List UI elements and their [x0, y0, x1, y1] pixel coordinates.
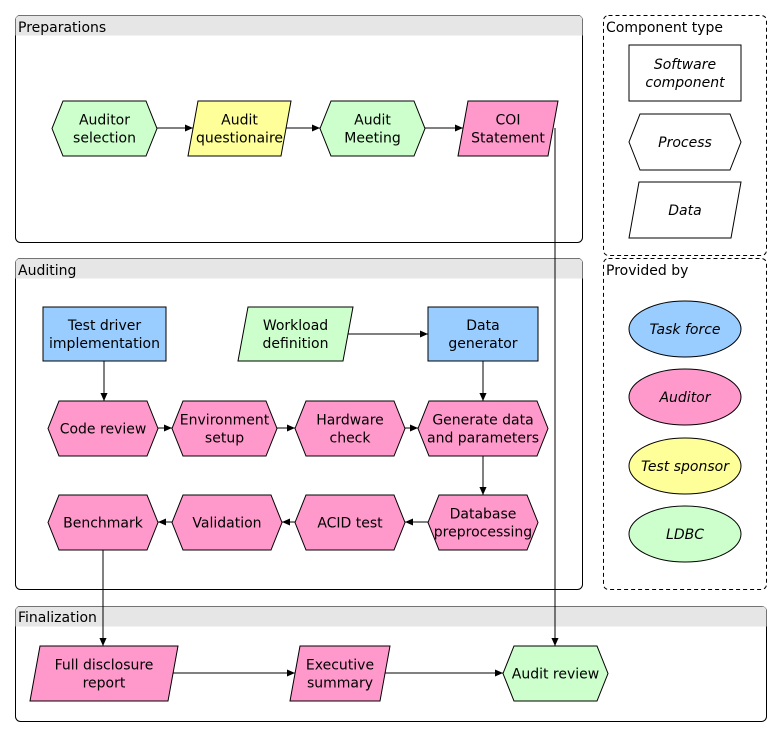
node-validation: Validation: [171, 494, 283, 551]
node-environment-setup-label-1: Environment: [180, 413, 270, 429]
node-legend-task-force-label-1: Task force: [649, 322, 720, 338]
node-legend-task-force: Task force: [628, 300, 742, 358]
node-legend-auditor-label-1: Auditor: [658, 390, 711, 406]
node-test-driver-label-1: Test driver: [67, 318, 141, 334]
preparations-panel: Preparations: [15, 15, 583, 243]
node-hardware-check-label-2: check: [330, 431, 372, 447]
node-legend-software: Software component: [628, 44, 742, 102]
node-auditor-selection: Auditor selection: [51, 100, 158, 157]
node-legend-auditor: Auditor: [628, 368, 742, 426]
node-auditor-selection-label-2: selection: [73, 131, 136, 147]
node-legend-process: Process: [628, 113, 742, 171]
node-legend-software-label-2: component: [645, 75, 725, 91]
node-legend-data: Data: [628, 181, 742, 239]
node-environment-setup: Environment setup: [171, 400, 278, 457]
node-legend-test-sponsor: Test sponsor: [628, 437, 742, 495]
node-code-review-label-1: Code review: [60, 422, 147, 438]
node-full-disclosure-label-1: Full disclosure: [55, 658, 154, 674]
node-legend-test-sponsor-label-1: Test sponsor: [641, 459, 730, 475]
node-legend-data-label-1: Data: [668, 203, 701, 219]
node-auditor-selection-label-1: Auditor: [79, 113, 130, 129]
node-database-preprocessing-label-2: preprocessing: [434, 525, 532, 541]
node-generate-data-label-1: Generate data: [432, 413, 533, 429]
node-environment-setup-label-2: setup: [205, 431, 244, 447]
node-benchmark: Benchmark: [47, 494, 159, 551]
node-audit-meeting-label-2: Meeting: [344, 131, 400, 147]
node-audit-questionaire-label-2: questionaire: [196, 131, 283, 147]
node-data-generator-label-2: generator: [448, 336, 517, 352]
node-audit-questionaire-label-1: Audit: [221, 113, 258, 129]
finalization-title: Finalization: [18, 610, 97, 626]
node-legend-ldbc: LDBC: [628, 505, 742, 563]
node-audit-meeting-label-1: Audit: [354, 113, 391, 129]
node-executive-summary-label-1: Executive: [306, 658, 374, 674]
node-audit-review-label-1: Audit review: [512, 667, 599, 683]
node-test-driver-label-2: implementation: [49, 336, 160, 352]
preparations-title: Preparations: [18, 20, 106, 36]
node-database-preprocessing: Database preprocessing: [427, 494, 539, 551]
node-full-disclosure-label-2: report: [83, 676, 126, 692]
node-benchmark-label-1: Benchmark: [63, 516, 144, 532]
node-hardware-check-label-1: Hardware: [316, 413, 384, 429]
node-validation-label-1: Validation: [192, 516, 261, 532]
node-executive-summary: Executive summary: [289, 645, 391, 702]
nodes: Auditor selection Audit questionaire AuditMe…: [29, 44, 742, 702]
node-database-preprocessing-label-1: Database: [450, 507, 517, 523]
node-data-generator-label-1: Data: [466, 318, 499, 334]
node-full-disclosure: Full disclosure report: [29, 645, 179, 702]
node-hardware-check: Hardware check: [294, 400, 406, 457]
node-workload-definition: Workload definition: [237, 306, 354, 362]
node-legend-software-label-1: Software: [654, 57, 716, 73]
node-generate-data: Generate data and parameters: [417, 400, 549, 457]
auditing-title: Auditing: [18, 263, 76, 279]
node-workload-definition-label-2: definition: [263, 336, 329, 352]
node-legend-process-label-1: Process: [658, 135, 712, 151]
node-test-driver: Test driver implementation: [42, 306, 167, 362]
node-acid-test: ACID test: [294, 494, 406, 551]
provided-by-title: Provided by: [606, 263, 688, 279]
node-acid-test-label-1: ACID test: [317, 516, 383, 532]
node-legend-ldbc-label-1: LDBC: [666, 527, 704, 543]
node-code-review: Code review: [47, 400, 159, 457]
node-coi-statement-label-1: COI: [496, 113, 521, 129]
node-generate-data-label-2: and parameters: [427, 431, 539, 447]
node-data-generator: Data generator: [427, 306, 539, 362]
node-audit-questionaire: Audit questionaire: [187, 100, 292, 157]
node-coi-statement-label-2: Statement: [471, 131, 545, 147]
edges: [99, 124, 559, 677]
node-audit-review: Audit review: [502, 645, 609, 702]
component-type-title: Component type: [606, 20, 723, 36]
node-workload-definition-label-1: Workload: [263, 318, 328, 334]
node-coi-statement: COI Statement: [457, 100, 559, 157]
node-executive-summary-label-2: summary: [307, 676, 373, 692]
